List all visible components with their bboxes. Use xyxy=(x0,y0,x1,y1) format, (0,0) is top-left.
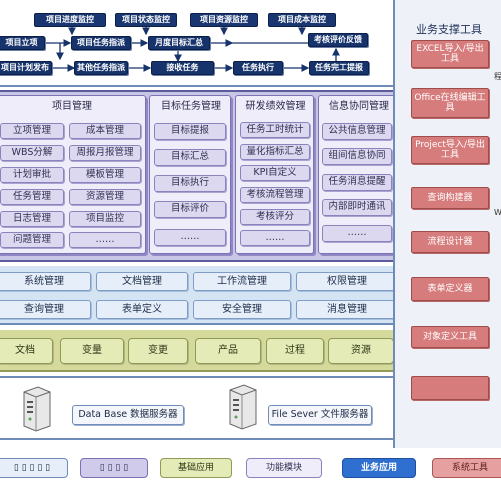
module-weekly-monthly-report[interactable]: 周报月报管理 xyxy=(69,145,141,161)
legend-business-application: 业务应用 xyxy=(342,458,416,478)
tag-resource-monitor: 项目资源监控 xyxy=(190,13,258,27)
module-issue-management[interactable]: 问题管理 xyxy=(0,232,64,248)
step-evaluation-feedback: 考核评价反馈 xyxy=(308,33,368,47)
panel-title: 项目管理 xyxy=(52,101,92,113)
step-plan-release: 项目计划发布 xyxy=(0,61,52,75)
legend-item-2: ▯ ▯ ▯ ▯ xyxy=(80,458,148,478)
sidebar-title: 业务支撑工具 xyxy=(416,22,482,36)
module-evaluation-flow[interactable]: 考核流程管理 xyxy=(240,187,310,203)
data-change[interactable]: 变更 xyxy=(128,338,188,364)
step-monthly-target-summary: 月度目标汇总 xyxy=(148,36,210,50)
step-task-execution: 任务执行 xyxy=(233,61,283,75)
module-more[interactable]: …… xyxy=(240,230,310,246)
tool-flow-designer[interactable]: 流程设计器 xyxy=(411,231,489,253)
platform-workflow-management[interactable]: 工作流管理 xyxy=(193,272,291,291)
platform-system-management[interactable]: 系统管理 xyxy=(0,272,91,291)
database-server-label: Data Base 数据服务器 xyxy=(72,405,184,425)
module-instant-messaging[interactable]: 内部即时通讯 xyxy=(322,199,392,216)
module-group-collaboration[interactable]: 组间信息协同 xyxy=(322,148,392,165)
step-receive-task: 接收任务 xyxy=(151,61,214,75)
module-more[interactable]: …… xyxy=(322,225,392,242)
platform-security-management[interactable]: 安全管理 xyxy=(193,300,291,319)
tag-progress-monitor: 项目进度监控 xyxy=(34,13,106,27)
edge-text-cut: 程 xyxy=(494,72,501,81)
platform-query-management[interactable]: 查询管理 xyxy=(0,300,91,319)
module-initiation-management[interactable]: 立项管理 xyxy=(0,123,64,139)
module-more[interactable]: …… xyxy=(154,229,226,246)
module-target-execution[interactable]: 目标执行 xyxy=(154,175,226,192)
tool-office-online-edit[interactable]: Office在线编辑工具 xyxy=(411,88,489,118)
tool-blank[interactable] xyxy=(411,376,489,400)
module-target-submit[interactable]: 目标提报 xyxy=(154,123,226,140)
module-evaluation-score[interactable]: 考核评分 xyxy=(240,209,310,225)
file-server-label: File Sever 文件服务器 xyxy=(268,405,372,425)
step-task-completion-report: 任务完工提报 xyxy=(309,61,369,75)
module-template-management[interactable]: 模板管理 xyxy=(69,167,141,183)
module-wbs-decomposition[interactable]: WBS分解 xyxy=(0,145,64,161)
data-variable[interactable]: 变量 xyxy=(60,338,124,364)
module-task-management[interactable]: 任务管理 xyxy=(0,189,64,205)
module-public-info[interactable]: 公共信息管理 xyxy=(322,123,392,140)
module-more[interactable]: …… xyxy=(69,232,141,248)
platform-document-management[interactable]: 文档管理 xyxy=(96,272,188,291)
edge-text-cut: W xyxy=(494,208,501,217)
module-target-summary[interactable]: 目标汇总 xyxy=(154,149,226,166)
tool-excel-import-export[interactable]: EXCEL导入/导出工具 xyxy=(411,40,489,68)
panel-title: 目标任务管理 xyxy=(161,101,221,113)
support-tools-sidebar xyxy=(393,0,501,448)
platform-permission-management[interactable]: 权限管理 xyxy=(296,272,398,291)
tool-object-definer[interactable]: 对象定义工具 xyxy=(411,326,489,348)
module-kpi-summary[interactable]: 量化指标汇总 xyxy=(240,144,310,160)
data-process[interactable]: 过程 xyxy=(266,338,324,364)
module-cost-management[interactable]: 成本管理 xyxy=(69,123,141,139)
module-kpi-custom[interactable]: KPI自定义 xyxy=(240,165,310,181)
legend-item-1: ▯ ▯ ▯ ▯ ▯ xyxy=(0,458,68,478)
database-server-icon xyxy=(23,386,51,432)
tag-status-monitor: 项目状态监控 xyxy=(115,13,177,27)
tool-query-builder[interactable]: 查询构建器 xyxy=(411,187,489,209)
module-task-reminder[interactable]: 任务消息提醒 xyxy=(322,174,392,191)
panel-target-task-management: 目标任务管理 xyxy=(149,95,231,254)
data-product[interactable]: 产品 xyxy=(195,338,261,364)
platform-message-management[interactable]: 消息管理 xyxy=(296,300,398,319)
step-project-task-assign: 项目任务指派 xyxy=(71,36,131,50)
step-project-initiation: 项目立项 xyxy=(0,36,45,50)
module-project-monitor[interactable]: 项目监控 xyxy=(69,211,141,227)
module-plan-approval[interactable]: 计划审批 xyxy=(0,167,64,183)
step-other-task-assign: 其他任务指派 xyxy=(74,61,128,75)
tag-cost-monitor: 项目成本监控 xyxy=(268,13,336,27)
module-task-hours-stats[interactable]: 任务工时统计 xyxy=(240,122,310,138)
module-resource-management[interactable]: 资源管理 xyxy=(69,189,141,205)
legend-function-module: 功能模块 xyxy=(246,458,322,478)
data-document[interactable]: 文档 xyxy=(0,338,53,364)
panel-title: 研发绩效管理 xyxy=(245,101,306,113)
platform-form-definition[interactable]: 表单定义 xyxy=(96,300,188,319)
legend-system-tools: 系统工具 xyxy=(432,458,501,478)
tool-project-import-export[interactable]: Project导入/导出工具 xyxy=(411,136,489,164)
file-server-icon xyxy=(229,384,257,430)
data-resource[interactable]: 资源 xyxy=(328,338,394,364)
legend-basic-application: 基础应用 xyxy=(160,458,232,478)
panel-title: 信息协同管理 xyxy=(329,101,389,113)
tool-form-definer[interactable]: 表单定义器 xyxy=(411,277,489,301)
module-log-management[interactable]: 日志管理 xyxy=(0,211,64,227)
module-target-evaluation[interactable]: 目标评价 xyxy=(154,201,226,218)
